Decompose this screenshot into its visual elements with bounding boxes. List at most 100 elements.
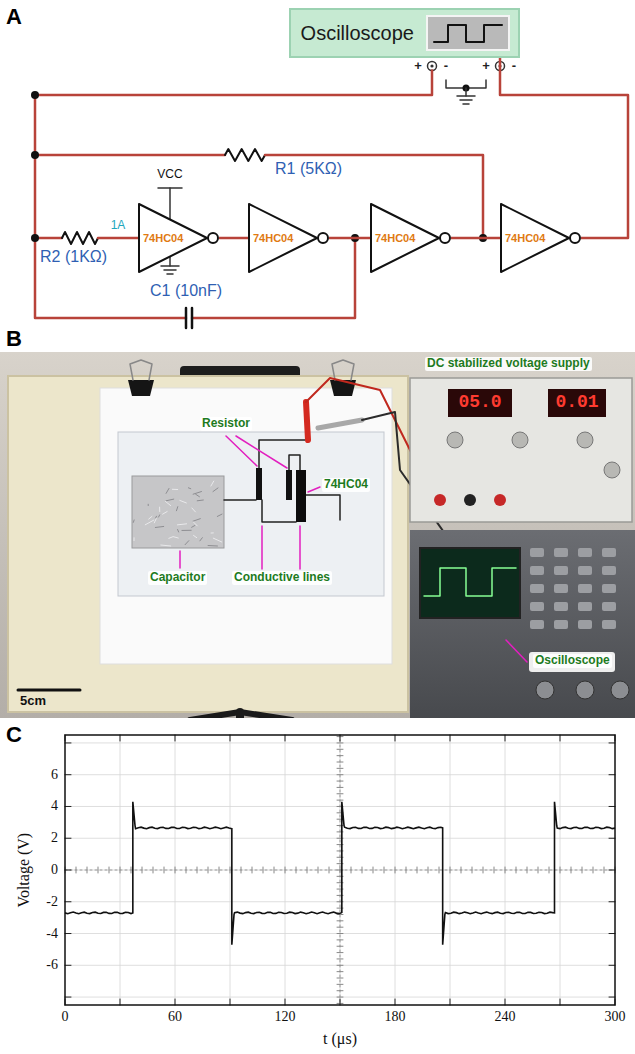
- minor-tick: [505, 867, 506, 873]
- capacitor-symbol: [185, 308, 188, 328]
- grid-line: [65, 870, 615, 871]
- callout-label: Oscilloscope: [533, 654, 612, 668]
- ground-wire: [169, 257, 171, 266]
- power-supply: [410, 378, 632, 522]
- resistor-part: [286, 470, 292, 500]
- foil-crease: [213, 538, 221, 542]
- tick: [609, 742, 615, 743]
- ground-symbol: [463, 103, 469, 105]
- panel-letter: A: [6, 4, 22, 29]
- grid-line: [65, 965, 615, 966]
- minor-tick: [337, 984, 343, 985]
- ground-symbol: [164, 269, 176, 271]
- voltage-trace: [65, 802, 615, 945]
- foil-crease: [185, 541, 189, 545]
- tick: [450, 735, 451, 741]
- leader-line: [179, 551, 181, 568]
- scope-button: [554, 620, 568, 629]
- component-label: C1 (10nF): [150, 282, 222, 300]
- ground-symbol: [460, 99, 472, 101]
- foil-crease: [166, 488, 169, 493]
- scope-knob: [536, 681, 554, 699]
- scope-button: [530, 566, 544, 575]
- scope-knob: [576, 681, 594, 699]
- minor-tick: [494, 867, 495, 873]
- scope-terminal-dot: [430, 64, 433, 67]
- chip-label: 74HC04: [505, 232, 545, 245]
- minor-tick: [483, 867, 484, 873]
- chip-part: [296, 470, 306, 522]
- minor-tick: [252, 867, 253, 873]
- minor-tick: [197, 867, 198, 873]
- scope-button: [530, 602, 544, 611]
- tick-label: 60: [168, 1009, 182, 1025]
- scope-button: [578, 566, 592, 575]
- wire: [451, 237, 500, 240]
- leader-line: [226, 436, 257, 466]
- minor-tick: [153, 867, 154, 873]
- inverter-triangle: [371, 204, 439, 272]
- callout-label: DC stabilized voltage supply: [425, 357, 592, 371]
- minor-tick: [337, 742, 343, 743]
- leader-line: [506, 640, 527, 662]
- resistor-symbol: [62, 232, 98, 244]
- foil-crease: [133, 520, 135, 522]
- tick-label: 0: [51, 862, 58, 878]
- tick: [609, 997, 615, 998]
- terminal-sign: -: [512, 59, 516, 74]
- tripod-leg: [240, 712, 292, 718]
- minor-tick: [571, 867, 572, 873]
- instrument-name: Oscilloscope: [301, 22, 414, 45]
- tick: [505, 735, 506, 741]
- inverter-bubble: [570, 233, 580, 243]
- foil-crease: [145, 520, 154, 525]
- component-label: R2 (1KΩ): [40, 248, 107, 266]
- foil-crease: [213, 488, 218, 492]
- foil-crease: [161, 545, 171, 547]
- oscilloscope-body: [410, 530, 635, 718]
- chip-label: 74HC04: [143, 232, 183, 245]
- axis-title: Voltage (V): [15, 833, 33, 908]
- minor-tick: [439, 867, 440, 873]
- grid-line: [65, 933, 615, 934]
- grid-line: [560, 735, 561, 1005]
- minor-tick: [329, 867, 330, 873]
- tick: [340, 999, 341, 1005]
- tick-label: -2: [46, 894, 58, 910]
- grid-line: [65, 997, 615, 998]
- minor-tick: [337, 939, 343, 940]
- display-reading: 05.0: [458, 392, 501, 413]
- wire: [219, 237, 248, 240]
- scope-screen-icon: [426, 15, 510, 51]
- foil-crease: [217, 514, 222, 516]
- scale-bar: [18, 689, 80, 692]
- minor-tick: [208, 867, 209, 873]
- minor-tick: [351, 867, 352, 873]
- grid-line: [65, 806, 615, 807]
- grid-line: [395, 735, 396, 1005]
- minor-tick: [337, 997, 343, 998]
- minor-tick: [296, 867, 297, 873]
- tick: [65, 838, 71, 839]
- inverter-bubble: [440, 233, 450, 243]
- screen-trace: [424, 568, 516, 596]
- leader-line: [236, 436, 287, 468]
- foil-crease: [188, 487, 190, 489]
- inverter-triangle: [501, 204, 569, 272]
- minor-tick: [461, 867, 462, 873]
- supply-label: VCC: [157, 168, 182, 182]
- tick: [560, 999, 561, 1005]
- minor-tick: [337, 990, 343, 991]
- callout-label: Conductive lines: [232, 571, 332, 585]
- foil-crease: [193, 522, 197, 526]
- foil-crease: [148, 504, 149, 505]
- minor-tick: [274, 867, 275, 873]
- minor-tick: [395, 867, 396, 873]
- junction-dot: [31, 151, 39, 159]
- scope-button: [578, 602, 592, 611]
- minor-tick: [120, 867, 121, 873]
- scope-terminal: [428, 62, 437, 71]
- ground-symbol: [161, 265, 179, 267]
- scope-button: [554, 584, 568, 593]
- tick: [65, 870, 71, 871]
